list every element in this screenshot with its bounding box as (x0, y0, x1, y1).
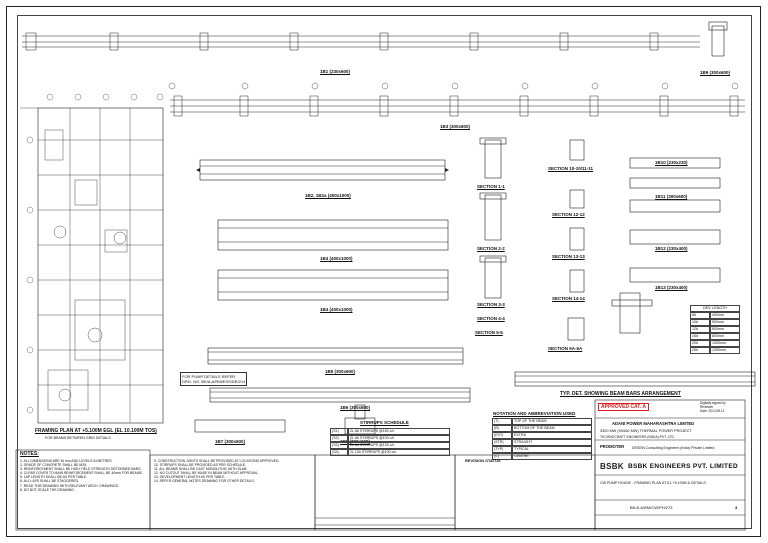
beam-label-1b1: 1B1 (230x600) (320, 69, 351, 74)
beam-label-1b4b: 1B4 (400x1000) (320, 307, 353, 312)
lap-length: 1000mm (710, 340, 740, 347)
beam-label-1b9: 1B9 (300x600) (700, 70, 731, 75)
plan-subtitle: FOR BEAMS BETWEEN GRID DETAILS (45, 436, 111, 440)
abbrev-key: (T) (492, 418, 512, 425)
lap-dia: 12# (690, 326, 710, 333)
lap-length: 500mm (710, 319, 740, 326)
schedule-desc: 2L 10# STIRRUPS @100 c/c (348, 449, 450, 456)
abbrev-value: CENTRE (512, 453, 592, 460)
drawing-sheet (6, 6, 761, 537)
dev-length-table: DEV. LENGTH 8# 400mm 10# 500mm 12# 600mm… (690, 305, 740, 354)
section-label-3: SECTION 3-3 (477, 302, 505, 307)
drawing-border (17, 15, 752, 529)
consultant-name: TECHNOCRAFT ENGINEERS (INDIA) PVT. LTD. (600, 435, 675, 439)
revision-status: REVISION STATUS (465, 458, 501, 463)
beam-label-1b3: 1B3 (300x600) (440, 124, 471, 129)
client-name: ADANI POWER MAHARASHTRA LIMITED (612, 421, 695, 426)
notes-left: 1. ALL DIMENSIONS ARE IN mm AND LEVELS I… (20, 459, 143, 492)
lap-dia: 20# (690, 340, 710, 347)
section-label-10: SECTION 10-10/11-11 (548, 166, 594, 171)
abbrev-table: (T) TOP OF THE BEAM (B) BOTTOM OF THE BE… (492, 418, 592, 460)
notes-title: NOTES: (20, 451, 39, 457)
beam-label-1b6: 1B6 (300x600) (340, 405, 371, 410)
beam-label-1b11: 1B11 (300x600) (655, 194, 688, 199)
approval-stamp: APPROVED CAT. A (598, 403, 650, 411)
consultant-secondary: DESEIN Consulting Engineers (India) Priv… (632, 446, 715, 450)
pump-note: FOR PUMP DETAILS REFER DRG. NO. BK/A.A/R… (180, 372, 248, 386)
beam-label-1b12: 1B12 (230x400) (655, 246, 688, 251)
schedule-mark: (S3) (330, 442, 348, 449)
section-label-5: SECTION 5-5 (475, 330, 503, 335)
beam-label-1b13: 1B13 (230x400) (655, 285, 688, 290)
abbrev-title: NOTATION AND ABBREVIATION USED (493, 411, 576, 416)
typical-detail-title: TYP. DET. SHOWING BEAM BARS ARRANGEMENT (560, 391, 681, 397)
section-label-12: SECTION 12-12 (552, 212, 585, 217)
abbrev-key: (STR) (492, 439, 512, 446)
schedule-desc: 2L 8# STIRRUPS @150 c/c (348, 428, 450, 435)
abbrev-value: TOP OF THE BEAM (512, 418, 592, 425)
project-name: 3300 MW (5X660 MW) THERMAL POWER PROJECT (600, 429, 692, 433)
schedule-mark: (S2) (330, 435, 348, 442)
section-label-13: SECTION 13-13 (552, 254, 585, 259)
drawing-title: CW PUMP HOUSE - FRAMING PLAN AT EL +5.10… (600, 481, 706, 485)
notes-middle: 9. CONSTRUCTION JOINTS SHALL BE PROVIDED… (154, 459, 280, 484)
drawing-number: BK/A.A/RM/CW/PH/275 (630, 505, 673, 510)
digital-signature: Digitally signed by Reviewer Date: 2010.… (700, 401, 726, 413)
abbrev-key: (C) (492, 453, 512, 460)
abbrev-key: (TYP) (492, 446, 512, 453)
promoter-label: PROMOTER (600, 444, 625, 449)
beam-label-1b5: 1B5 (300x600) (325, 369, 356, 374)
schedule-desc: 2L 8# STIRRUPS @125 c/c (348, 442, 450, 449)
company-logo: BSBK (600, 462, 624, 471)
lap-length: 600mm (710, 326, 740, 333)
abbrev-key: (B) (492, 425, 512, 432)
lap-dia: 8# (690, 312, 710, 319)
abbrev-key: (EXT) (492, 432, 512, 439)
lap-dia: 25# (690, 347, 710, 354)
lap-dia: 10# (690, 319, 710, 326)
section-label-2: SECTION 2-2 (477, 246, 505, 251)
abbrev-value: BOTTOM OF THE BEAM (512, 425, 592, 432)
lap-length: 1250mm (710, 347, 740, 354)
schedule-desc: 2L 8# STIRRUPS @100 c/c (348, 435, 450, 442)
lap-dia: 16# (690, 333, 710, 340)
beam-label-1b4a: 1B4 (400x1000) (320, 256, 353, 261)
beam-label-1b7: 1B7 (300x600) (215, 439, 246, 444)
section-label-1: SECTION 1-1 (477, 184, 505, 189)
section-label-14: SECTION 14-14 (552, 296, 585, 301)
section-label-5a: SECTION 5A-5A (548, 346, 583, 351)
schedule-mark: (S4) (330, 449, 348, 456)
abbrev-value: TYPICAL (512, 446, 592, 453)
stirrups-schedule: (S1) 2L 8# STIRRUPS @150 c/c (S2) 2L 8# … (330, 428, 450, 456)
abbrev-value: STRAIGHT (512, 439, 592, 446)
revision-number: 3 (735, 505, 738, 510)
beam-label-1b2: 1B2, 1B2a (400x1000) (305, 193, 351, 198)
section-label-4: SECTION 4-4 (477, 316, 505, 321)
dev-length-title: DEV. LENGTH (690, 305, 740, 312)
lap-length: 800mm (710, 333, 740, 340)
beam-label-1b10: 1B10 (230x230) (655, 160, 688, 165)
schedule-mark: (S1) (330, 428, 348, 435)
abbrev-value: EXTRA (512, 432, 592, 439)
schedule-title: STIRRUPS SCHEDULE (360, 420, 409, 425)
plan-title: FRAMING PLAN AT +5.100M EGL (EL 10.100M … (35, 428, 157, 434)
lap-length: 400mm (710, 312, 740, 319)
company-name: BSBK ENGINEERS PVT. LIMITED (628, 463, 738, 470)
